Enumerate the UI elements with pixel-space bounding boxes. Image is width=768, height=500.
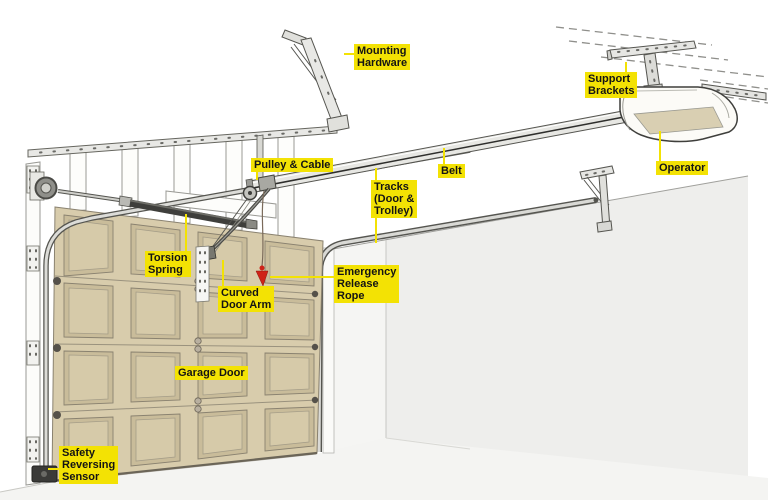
emergency-release-rope (255, 190, 269, 287)
label-tracks: Tracks (Door & Trolley) (371, 180, 418, 219)
torsion-spring-assembly (29, 171, 258, 230)
left-track (43, 147, 471, 482)
belt (252, 116, 625, 189)
left-jamb (25, 161, 41, 486)
label-belt: Belt (438, 164, 465, 179)
label-mounting-hardware: Mounting Hardware (354, 44, 411, 71)
operator-unit (618, 86, 738, 143)
trolley (257, 174, 277, 192)
label-pulley-cable: Pulley & Cable (251, 158, 334, 173)
label-support-brackets: Support Brackets (585, 72, 638, 99)
header-angle (27, 125, 338, 158)
door-rollers (53, 277, 319, 419)
track-hanger-bracket (579, 165, 615, 233)
release-handle (255, 270, 269, 287)
cable (210, 198, 248, 250)
label-curved-door-arm: Curved Door Arm (218, 286, 275, 313)
torsion-spring-coil (129, 199, 250, 229)
label-torsion-spring: Torsion Spring (145, 251, 191, 278)
label-operator: Operator (656, 161, 709, 176)
label-safety-reversing-sensor: Safety Reversing Sensor (59, 446, 119, 485)
label-emergency-release-rope: Emergency Release Rope (334, 265, 400, 304)
mounting-hardware-bracket (281, 29, 350, 133)
label-garage-door: Garage Door (175, 366, 248, 381)
garage-door (51, 206, 324, 483)
